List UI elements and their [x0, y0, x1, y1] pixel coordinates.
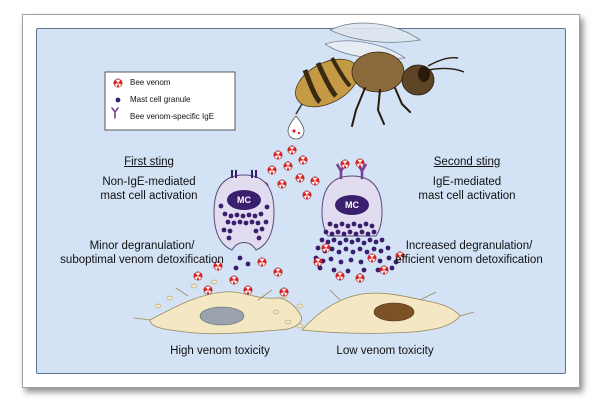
tissue-cell-left [133, 287, 302, 335]
legend-venom-icon [113, 78, 123, 88]
mast-cell-left-label: MC [237, 195, 251, 205]
right-outcome-line2: efficient venom detoxification [395, 254, 543, 266]
released-granules-left [233, 255, 251, 271]
legend-label-granule: Mast cell granule [130, 95, 191, 104]
left-outcome-line1: Minor degranulation/ [89, 240, 195, 252]
mast-cell-right-label: MC [345, 200, 359, 210]
right-toxicity: Low venom toxicity [336, 345, 434, 357]
right-heading: Second sting [433, 156, 501, 168]
venom-droplet [287, 115, 305, 140]
left-outcome-line2: suboptimal venom detoxification [60, 254, 224, 266]
legend-label-venom: Bee venom [130, 78, 171, 87]
tissue-cell-right [301, 289, 475, 334]
right-outcome-line1: Increased degranulation/ [405, 240, 533, 252]
left-activation-line2: mast cell activation [100, 190, 198, 202]
legend-granule-icon [115, 97, 121, 103]
left-heading: First sting [124, 156, 174, 168]
mast-cell-right [321, 158, 383, 237]
legend-ige-icon [111, 107, 119, 119]
legend-box [104, 71, 236, 131]
right-activation-line1: IgE-mediated [432, 176, 502, 188]
legend-label-ige: Bee venom-specific IgE [130, 112, 215, 121]
left-activation-line1: Non-IgE-mediated [102, 176, 196, 188]
mast-cell-left [213, 170, 275, 251]
right-activation-line2: mast cell activation [418, 190, 516, 202]
bee-illustration [295, 22, 465, 127]
left-toxicity: High venom toxicity [170, 345, 270, 357]
